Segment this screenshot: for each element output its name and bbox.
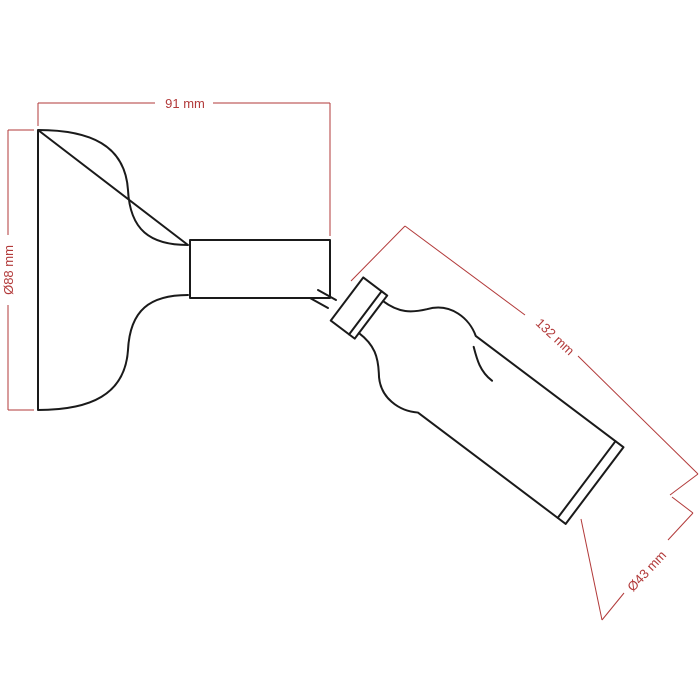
- collar-ring: [348, 290, 383, 336]
- joint-pin: [309, 289, 337, 309]
- dimension-shade-length-label: 132 mm: [533, 315, 578, 358]
- dimension-shade-diameter-label: Ø43 mm: [624, 548, 669, 595]
- dimension-base-diameter: Ø88 mm: [1, 129, 34, 411]
- dimension-width: 91 mm: [37, 96, 331, 236]
- shade-body: [357, 300, 617, 519]
- dimension-shade-length: 132 mm: [350, 225, 699, 496]
- arm-block: [189, 239, 331, 299]
- dimension-base-diameter-label: Ø88 mm: [1, 245, 16, 295]
- shade-collar: [329, 276, 389, 340]
- wall-canopy: [37, 129, 189, 411]
- shade-lens: [556, 440, 625, 525]
- shade-inner-line: [472, 345, 494, 382]
- dimension-width-label: 91 mm: [165, 96, 205, 111]
- lamp-outline: [37, 129, 625, 525]
- dimension-shade-diameter: Ø43 mm: [580, 496, 694, 621]
- spot-shade: [329, 276, 625, 525]
